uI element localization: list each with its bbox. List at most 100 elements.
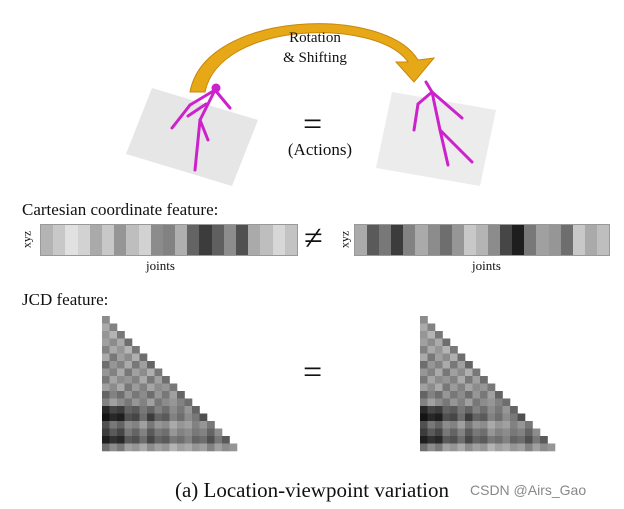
jcd-cell [102,346,110,354]
jcd-cell [124,361,133,369]
jcd-cell [472,383,481,392]
strip-cell [427,225,440,255]
jcd-cell [109,413,118,422]
jcd-cell [162,413,170,422]
rotation-label: Rotation & Shifting [260,28,370,68]
jcd-cell [132,428,140,437]
jcd-cell [510,413,518,422]
jcd-cell [495,413,503,422]
strip-cell [572,225,585,255]
jcd-cell [472,398,481,407]
jcd-cell [465,398,473,407]
jcd-cell [132,368,140,377]
jcd-cell [132,391,140,399]
jcd-cell [147,398,155,407]
jcd-cell [420,383,428,392]
jcd-cell [510,406,518,414]
jcd-cell [457,406,466,414]
jcd-cell [117,413,125,422]
jcd-cell [139,436,148,444]
jcd-cell [214,443,223,452]
strip-cell [524,225,537,255]
jcd-cell [154,406,163,414]
jcd-cell [450,346,458,354]
jcd-cell [495,428,503,437]
jcd-cell [147,376,155,384]
jcd-cell [540,436,548,444]
jcd-cell [450,391,458,399]
jcd-cell [192,421,200,429]
jcd-cell [192,406,200,414]
jcd-cell [132,376,140,384]
jcd-cell [487,413,496,422]
jcd-cell [435,353,443,362]
jcd-cell [117,428,125,437]
jcd-cell [169,398,178,407]
jcd-cell [525,436,533,444]
jcd-cell [132,436,140,444]
jcd-cell [487,428,496,437]
jcd-cell [147,413,155,422]
jcd-cell [109,443,118,452]
jcd-cell [177,443,185,452]
jcd-cell [457,353,466,362]
jcd-cell [102,368,110,377]
jcd-cell [102,331,110,339]
jcd-cell [139,406,148,414]
jcd-cell [184,443,193,452]
jcd-cell [480,413,488,422]
jcd-cell [450,413,458,422]
jcd-cell [229,443,238,452]
jcd-cell [495,391,503,399]
jcd-cell [465,421,473,429]
jcd-cell [117,353,125,362]
jcd-cell [502,398,511,407]
jcd-cell [502,406,511,414]
jcd-cell [184,421,193,429]
strip-cell [512,225,525,255]
jcd-cell [502,443,511,452]
jcd-matrix-left [102,316,238,452]
jcd-cell [457,436,466,444]
jcd-cell [547,443,556,452]
jcd-cell [147,361,155,369]
jcd-cell [420,436,428,444]
xyz-label-right: xyz [337,230,352,249]
equals-symbol-top: = [303,106,323,143]
jcd-cell [435,391,443,399]
jcd-cell [495,421,503,429]
jcd-cell [517,443,526,452]
figure-caption: (a) Location-viewpoint variation [174,478,450,502]
jcd-cell [139,368,148,377]
jcd-cell [169,406,178,414]
jcd-cell [435,338,443,347]
jcd-cell [109,346,118,354]
jcd-cell [162,443,170,452]
strip-cell [150,225,163,255]
strip-cell [260,225,273,255]
jcd-cell [517,428,526,437]
strip-cell [584,225,597,255]
jcd-cell [442,406,451,414]
jcd-cell [487,443,496,452]
strip-cell [439,225,452,255]
jcd-cell [109,368,118,377]
jcd-cell [177,398,185,407]
not-equals-symbol: ≠ [304,220,323,257]
jcd-cell [495,443,503,452]
jcd-cell [457,398,466,407]
jcd-cell [442,398,451,407]
jcd-cell [450,436,458,444]
jcd-cell [169,421,178,429]
jcd-cell [517,413,526,422]
jcd-cell [124,428,133,437]
jcd-cell [124,368,133,377]
jcd-cell [442,443,451,452]
strip-cell [379,225,392,255]
jcd-cell [435,398,443,407]
jcd-cell [132,361,140,369]
jcd-cell [207,428,215,437]
jcd-cell [435,361,443,369]
jcd-cell [177,421,185,429]
jcd-cell [169,428,178,437]
